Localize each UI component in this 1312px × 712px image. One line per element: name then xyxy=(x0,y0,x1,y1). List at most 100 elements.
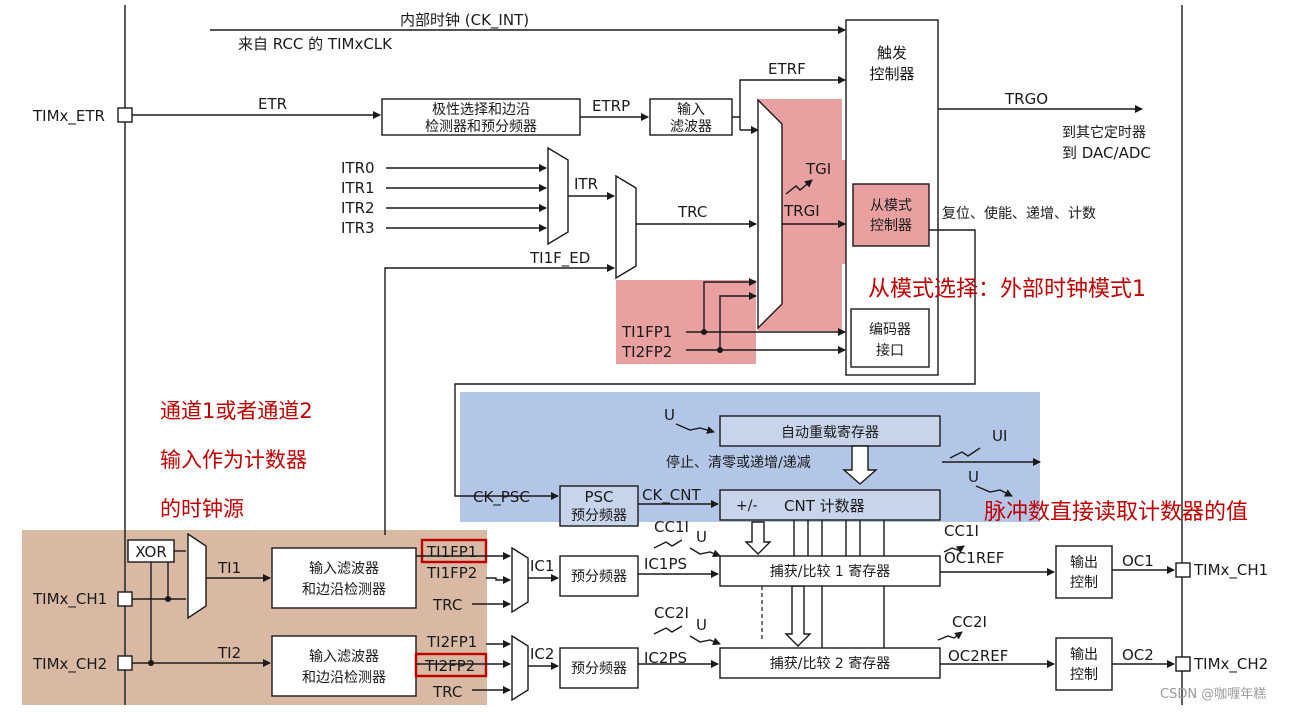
trgo-label: TRGO xyxy=(1004,90,1048,108)
cc2i-out-pulse-icon xyxy=(937,631,963,641)
itr2-label: ITR2 xyxy=(341,199,375,217)
itr1-label: ITR1 xyxy=(341,179,375,197)
ccr1-box xyxy=(719,555,941,587)
to-dac-label: 到 DAC/ADC xyxy=(1062,144,1151,162)
out-ch1-pin xyxy=(1175,562,1191,578)
cc2i-out-label: CC2I xyxy=(952,613,987,631)
ch-ti1fp2-label: TI1FP2 xyxy=(426,564,477,582)
itr3-label: ITR3 xyxy=(341,219,375,237)
itr-label: ITR xyxy=(574,175,598,193)
arr-u-pulse-icon xyxy=(675,423,715,434)
ch1-pin xyxy=(117,591,133,607)
etrp-label: ETRP xyxy=(592,97,630,115)
auto-reload-register-label: 自动重载寄存器 xyxy=(781,424,879,441)
itr-mux xyxy=(547,146,569,246)
ch2-filter-box xyxy=(271,635,417,697)
ti2-label: TI2 xyxy=(217,644,241,662)
u2-label: U xyxy=(968,468,979,486)
cnt-counter-box xyxy=(719,489,941,521)
junction-ti1fp1 xyxy=(701,329,707,335)
timxclk-label: 来自 RCC 的 TIMxCLK xyxy=(238,35,393,53)
oc2ref-label: OC2REF xyxy=(948,647,1008,665)
ccr2-u-pulse-icon xyxy=(689,635,721,646)
encoder-line2: 接口 xyxy=(876,342,904,359)
ch2-pin-label: TIMx_CH2 xyxy=(32,655,107,674)
slave-output-label: 复位、使能、递增、计数 xyxy=(942,205,1096,222)
out-ch2-pin xyxy=(1175,656,1191,672)
to-timers-label: 到其它定时器 xyxy=(1062,124,1146,141)
encoder-line1: 编码器 xyxy=(869,322,911,338)
cnt-counter-label: CNT 计数器 xyxy=(784,497,865,515)
u2-pulse-icon xyxy=(975,485,1013,497)
out2-line2: 控制 xyxy=(1070,667,1098,683)
ccr1-to-ccr2-arrow xyxy=(784,585,812,647)
cc1i-label: CC1I xyxy=(654,518,689,536)
trigger-ctrl-line2: 控制器 xyxy=(869,65,914,83)
ti1-mux xyxy=(187,532,207,620)
ti2fp1-cross-line xyxy=(486,576,511,584)
etr-filter-box xyxy=(649,98,733,136)
tgi-label: TGI xyxy=(805,160,831,178)
out1-line1: 输出 xyxy=(1070,555,1098,571)
ch1-filter-line1: 输入滤波器 xyxy=(309,561,379,577)
ch-ti1fp1-label: TI1FP1 xyxy=(426,543,477,561)
polarity-line1: 极性选择和边沿 xyxy=(432,102,530,118)
ccr2-box xyxy=(719,647,941,679)
ccr1-u-label: U xyxy=(696,528,707,546)
out-ch2-label: TIMx_CH2 xyxy=(1193,655,1268,674)
ch1-junction xyxy=(165,596,171,602)
psc-box xyxy=(559,485,639,527)
ccr2-label: 捕获/比较 2 寄存器 xyxy=(770,655,891,672)
tgi-pulse-icon xyxy=(785,179,813,195)
polarity-line2: 检测器和预分频器 xyxy=(425,119,537,135)
ti1f-ed-label: TI1F_ED xyxy=(529,249,590,268)
etr-pin-label: TIMx_ETR xyxy=(32,107,105,126)
slave-mode-annotation: 从模式选择：外部时钟模式1 xyxy=(868,277,1146,302)
junction-ti2fp2 xyxy=(717,347,723,353)
psc-line2: 预分频器 xyxy=(571,508,627,524)
ti1-label: TI1 xyxy=(217,559,241,577)
ic1-prescaler-box xyxy=(559,555,639,597)
etr-filter-line1: 输入 xyxy=(677,102,705,118)
channel-annotation-line1: 通道1或者通道2 xyxy=(160,399,313,423)
trigger-mux xyxy=(757,98,783,330)
arr-u-label: U xyxy=(664,406,675,424)
ic1-label: IC1 xyxy=(530,557,554,575)
cc2i-pulse-icon xyxy=(653,625,683,635)
ch-trc2-label: TRC xyxy=(432,683,462,701)
ic1-prescaler-label: 预分频器 xyxy=(571,569,627,585)
etr-filter-line2: 滤波器 xyxy=(670,119,712,135)
ch2-filter-line2: 和边沿检测器 xyxy=(302,670,386,686)
psc-line1: PSC xyxy=(584,488,613,506)
auto-reload-register-box xyxy=(719,415,941,447)
cc1i-out-label: CC1I xyxy=(944,522,979,540)
oc2-label: OC2 xyxy=(1122,646,1154,664)
ck-int-label: 内部时钟 (CK_INT) xyxy=(400,11,529,30)
out1-control-box xyxy=(1055,545,1113,599)
ccr2-u-label: U xyxy=(696,616,707,634)
mux-ti2fp2-label: TI2FP2 xyxy=(621,343,672,361)
xor-label: XOR xyxy=(135,543,167,561)
ic2-prescaler-label: 预分频器 xyxy=(571,661,627,677)
mux-ti1fp1-label: TI1FP1 xyxy=(621,323,672,341)
ch2-filter-line1: 输入滤波器 xyxy=(309,649,379,665)
slave-mode-controller-box xyxy=(852,183,930,247)
oc1-label: OC1 xyxy=(1122,552,1154,570)
itr0-label: ITR0 xyxy=(341,159,375,177)
ch1-filter-line2: 和边沿检测器 xyxy=(302,582,386,598)
ti2fp2-highlight-box xyxy=(414,652,488,678)
ti1f-ed-line xyxy=(384,264,615,535)
channel-annotation-line3: 的时钟源 xyxy=(160,497,244,521)
ui-pulse-icon xyxy=(949,447,981,459)
cc1i-pulse-icon xyxy=(653,539,683,549)
trigger-ctrl-line1: 触发 xyxy=(877,44,907,62)
ccr1-label: 捕获/比较 1 寄存器 xyxy=(770,563,891,580)
cnt-to-ccr1-arrow xyxy=(744,521,772,555)
out2-line1: 输出 xyxy=(1070,647,1098,663)
watermark: CSDN @咖喱年糕 xyxy=(1160,687,1266,702)
etr-label: ETR xyxy=(258,95,287,113)
slave-to-psc-line xyxy=(454,229,976,500)
oc1ref-label: OC1REF xyxy=(944,549,1004,567)
ic1ps-label: IC1PS xyxy=(644,555,687,573)
arr-to-cnt-arrow xyxy=(842,445,878,485)
